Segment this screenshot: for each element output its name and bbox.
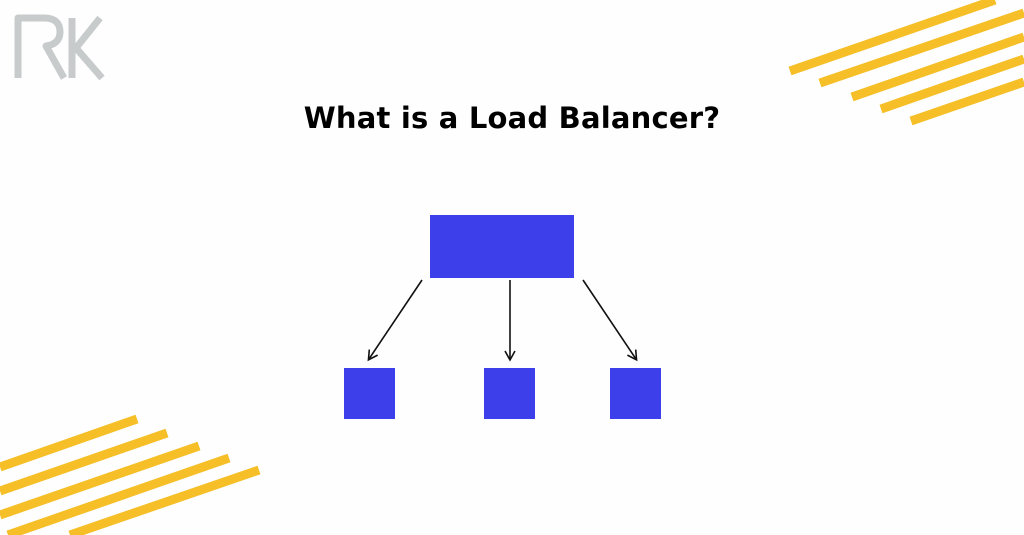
- stripe-bottom-left-1: [0, 414, 139, 472]
- logo-letter-k-shape: [68, 15, 105, 81]
- page-title: What is a Load Balancer?: [303, 101, 721, 135]
- arrow-to-server-3: [582, 279, 638, 362]
- stripe-top-right-2: [818, 8, 1024, 88]
- load-balancer-node: [430, 215, 574, 278]
- stripe-top-right-4: [879, 54, 1024, 114]
- stripe-top-right-5: [909, 77, 1024, 126]
- stripe-bottom-left-4: [6, 453, 231, 535]
- stripe-top-right-3: [850, 32, 1024, 102]
- stripe-bottom-left-3: [0, 441, 201, 520]
- stripe-top-right-1: [788, 0, 997, 76]
- stripe-bottom-left-2: [0, 428, 169, 496]
- server-node-1: [344, 368, 395, 419]
- arrow-to-server-1: [367, 279, 423, 362]
- logo-letter-r-shape: [14, 14, 68, 80]
- stripe-bottom-left-5: [68, 465, 261, 535]
- rk-logo-icon: [14, 14, 105, 81]
- server-node-2: [484, 368, 535, 419]
- server-node-3: [610, 368, 661, 419]
